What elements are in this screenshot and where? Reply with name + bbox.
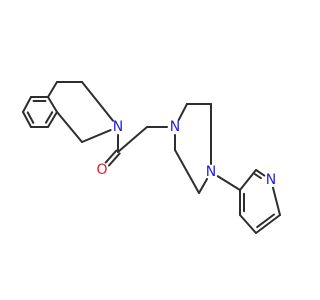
double-bond-outer <box>255 169 266 177</box>
single-bond <box>47 96 58 113</box>
atom-labels-layer: N O N N N <box>96 119 276 188</box>
double-bond-line <box>104 149 118 164</box>
double-bond-inner <box>256 213 275 229</box>
double-bond-inner <box>44 111 54 124</box>
nitrogen-atom-label: N <box>206 164 216 180</box>
nitrogen-atom-label: N <box>113 119 123 135</box>
single-bond <box>174 149 200 194</box>
bonds-layer <box>22 81 281 234</box>
oxygen-atom-label: O <box>96 162 107 178</box>
single-bond <box>216 175 241 191</box>
single-bond <box>56 111 83 143</box>
nitrogen-atom-label: N <box>170 119 180 135</box>
double-bond-inner <box>26 111 35 124</box>
single-bond <box>177 103 188 121</box>
structure-canvas: N O N N N <box>22 81 281 234</box>
single-bond <box>117 126 148 153</box>
double-bond-outer <box>47 111 58 128</box>
single-bond <box>22 96 32 113</box>
single-bond <box>239 169 257 191</box>
single-bond <box>271 186 281 216</box>
double-bond-outer <box>22 111 32 128</box>
single-bond <box>81 129 112 143</box>
double-bond-outer <box>255 214 281 234</box>
single-bond <box>47 81 58 98</box>
nitrogen-atom-label: N <box>266 172 276 188</box>
double-bond-line <box>107 152 121 167</box>
single-bond <box>81 81 115 122</box>
single-bond <box>239 214 257 234</box>
single-bond <box>198 177 209 194</box>
double-bond-inner <box>254 173 262 180</box>
